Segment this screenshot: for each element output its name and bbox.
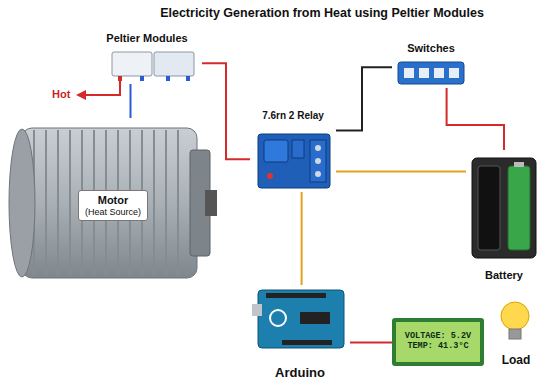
arduino-drawing — [252, 290, 344, 348]
node-text: 7.6rn 2 Relay — [262, 110, 324, 122]
relay-drawing — [258, 134, 330, 188]
text-label: Hot — [52, 88, 70, 100]
node-text: Motor — [98, 194, 129, 207]
battery-drawing — [472, 158, 536, 258]
wire-connector — [447, 88, 504, 150]
arduino-board: Arduino — [250, 285, 350, 381]
node-text: Arduino — [275, 366, 325, 381]
motor-drawing — [9, 128, 217, 278]
node-text: Battery — [485, 269, 523, 282]
node-text: VOLTAGE: 5.2V — [405, 332, 471, 342]
node-text: TEMP: 41.3°C — [407, 342, 468, 352]
wire-connector — [130, 84, 132, 118]
bulb-drawing — [501, 302, 529, 339]
switch-panel: Switches — [392, 42, 470, 88]
peltier-drawing — [112, 52, 194, 81]
lcd-display: VOLTAGE: 5.2VTEMP: 41.3°C — [392, 318, 484, 366]
node-text: (Heat Source) — [85, 207, 141, 217]
node-text: Peltier Modules — [106, 32, 187, 45]
motor-heat-source: Motor(Heat Source) — [8, 118, 218, 293]
wire-connector — [202, 63, 250, 159]
wire-connector — [301, 192, 303, 285]
relay-module: 7.6rn 2 Relay — [250, 110, 336, 192]
diagram-title: Electricity Generation from Heat using P… — [100, 6, 544, 20]
peltier-module: Peltier Modules — [92, 32, 202, 84]
switches-drawing — [398, 62, 464, 84]
hot-arrow — [76, 81, 120, 100]
wire-connector — [336, 67, 392, 130]
wire-connector — [350, 342, 392, 344]
battery-holder: Battery — [466, 150, 542, 282]
load-bulb: Load — [490, 296, 542, 368]
wire-connector — [336, 171, 466, 173]
motor-label-box: Motor(Heat Source) — [78, 190, 148, 221]
node-text: Switches — [407, 42, 455, 55]
node-text: Load — [502, 354, 531, 368]
